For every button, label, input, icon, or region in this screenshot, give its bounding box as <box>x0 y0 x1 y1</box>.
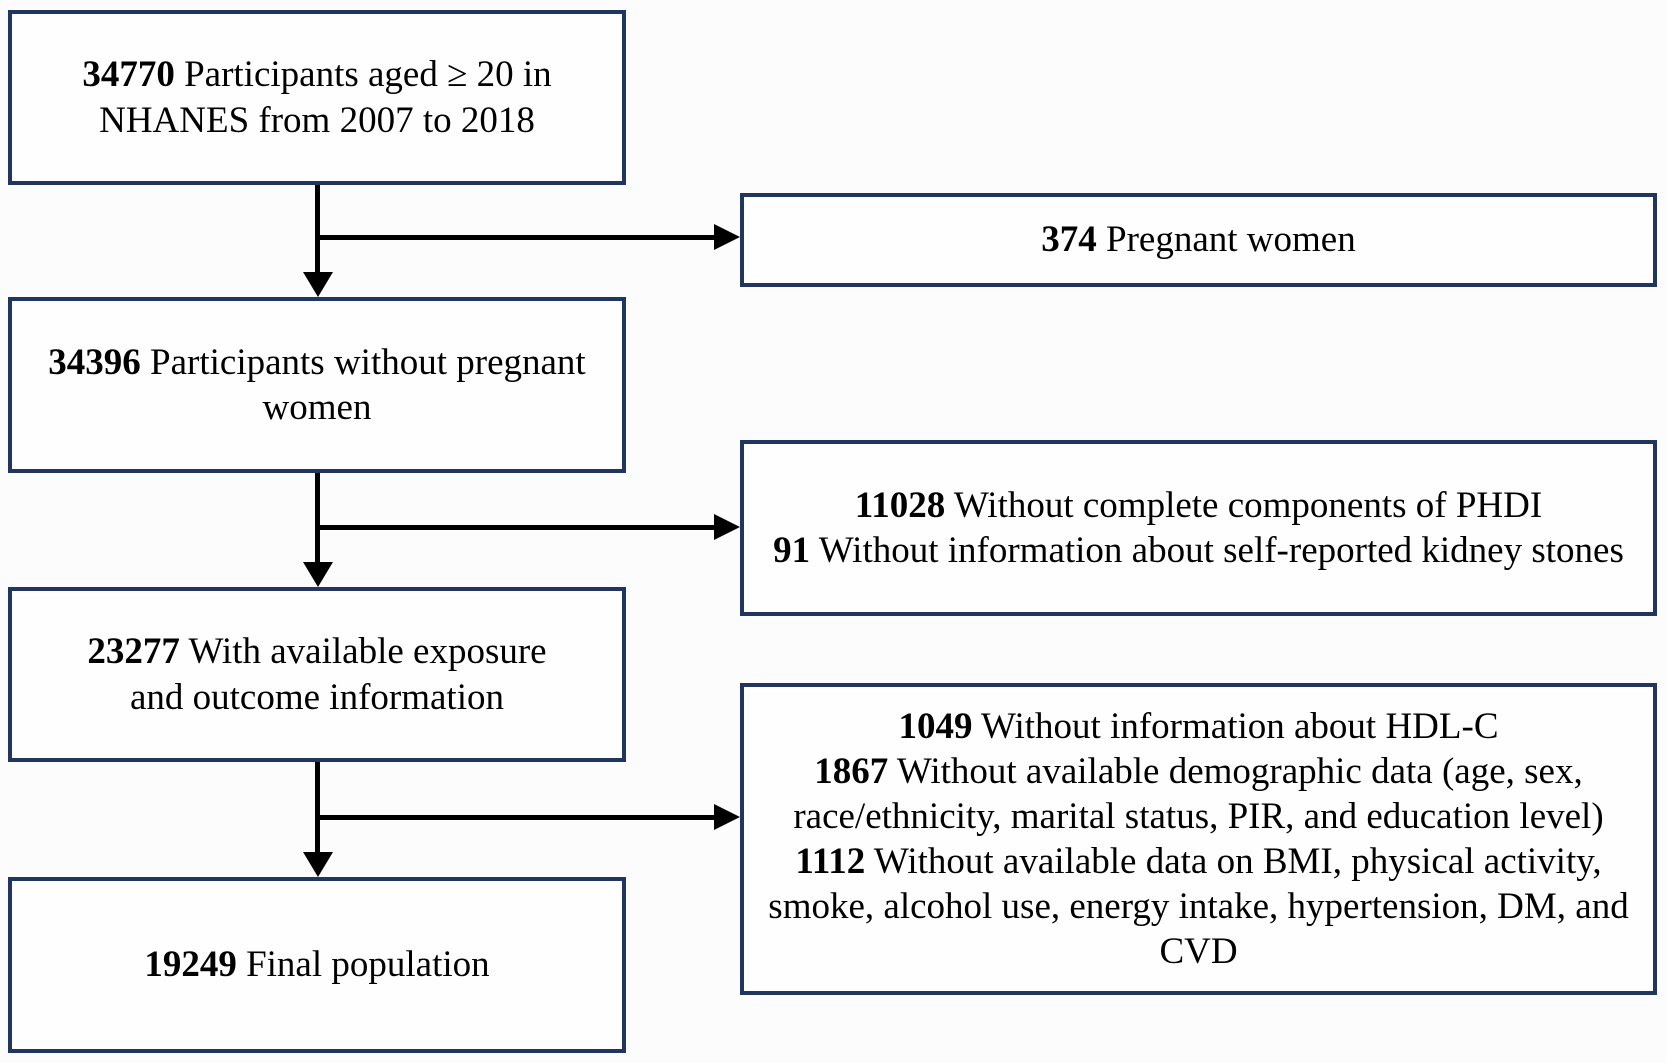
box-excluded-covariates: 1049 Without information about HDL-C 186… <box>740 683 1657 995</box>
flow-line-branch-1 <box>316 235 716 240</box>
arrowhead-right-1-icon <box>714 224 740 250</box>
box-exposure-outcome: 23277 With available exposure and outcom… <box>8 587 626 762</box>
arrowhead-right-2-icon <box>714 514 740 540</box>
count-total: 34770 <box>82 54 175 96</box>
count-exposure-outcome: 23277 <box>87 631 180 673</box>
count-missing-lifestyle: 1112 <box>795 841 866 882</box>
box-participants-total-text: 34770 Participants aged ≥ 20 in NHANES f… <box>82 54 552 141</box>
flow-line-vertical-2 <box>315 473 320 565</box>
box-excluded-phdi-kidney-text: 11028 Without complete components of PHD… <box>773 484 1624 571</box>
count-missing-kidney-stone-info: 91 <box>773 530 811 571</box>
arrowhead-down-1-icon <box>303 272 333 297</box>
count-missing-phdi: 11028 <box>854 484 946 526</box>
arrowhead-down-3-icon <box>303 852 333 877</box>
arrowhead-down-2-icon <box>303 562 333 587</box>
count-missing-demographic: 1867 <box>814 750 889 792</box>
count-missing-hdlc: 1049 <box>898 705 973 747</box>
box-excluded-phdi-kidney: 11028 Without complete components of PHD… <box>740 440 1657 616</box>
flow-line-branch-2 <box>316 525 716 530</box>
flow-line-vertical-3 <box>315 762 320 853</box>
count-pregnant: 374 <box>1041 219 1097 261</box>
box-exposure-outcome-text: 23277 With available exposure and outcom… <box>87 631 547 718</box>
count-final: 19249 <box>144 944 237 986</box>
count-without-pregnant: 34396 <box>48 341 141 383</box>
box-participants-total: 34770 Participants aged ≥ 20 in NHANES f… <box>8 10 626 185</box>
flow-line-vertical-1 <box>315 185 320 274</box>
box-without-pregnant-women: 34396 Participants without pregnant wome… <box>8 297 626 473</box>
box-without-pregnant-women-text: 34396 Participants without pregnant wome… <box>48 341 586 428</box>
box-final-population-text: 19249 Final population <box>144 944 490 986</box>
arrowhead-right-3-icon <box>714 804 740 830</box>
box-excluded-pregnant-text: 374 Pregnant women <box>1041 219 1356 261</box>
flow-line-branch-3 <box>316 815 716 820</box>
box-excluded-covariates-text: 1049 Without information about HDL-C 186… <box>768 705 1629 973</box>
box-excluded-pregnant: 374 Pregnant women <box>740 193 1657 287</box>
box-final-population: 19249 Final population <box>8 877 626 1053</box>
